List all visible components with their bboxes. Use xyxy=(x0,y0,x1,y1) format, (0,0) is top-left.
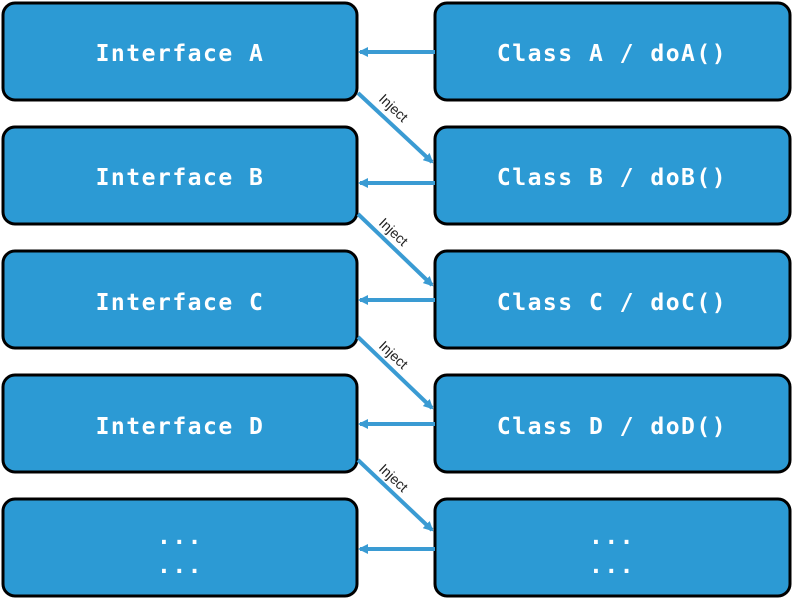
inject-label-1: Inject xyxy=(376,90,411,125)
inject-label-2: Inject xyxy=(376,214,411,249)
class-b-label: Class B / doB() xyxy=(497,165,727,191)
inject-label-3: Inject xyxy=(376,337,411,372)
class-box-c: Class C / doC() xyxy=(433,249,792,350)
interface-box-c: Interface C xyxy=(1,249,359,350)
class-more-line1: ... xyxy=(589,524,635,550)
interface-more-line1: ... xyxy=(157,524,203,550)
class-box-d: Class D / doD() xyxy=(433,373,792,474)
interface-box-more: ... ... xyxy=(1,497,359,598)
class-d-label: Class D / doD() xyxy=(497,414,727,440)
interface-box-b: Interface B xyxy=(1,125,359,226)
interface-a-label: Interface A xyxy=(96,41,265,67)
inject-arrow-c-to-d xyxy=(356,335,434,410)
inject-arrow-a-to-b xyxy=(356,91,434,164)
class-box-a: Class A / doA() xyxy=(433,1,792,102)
inject-arrow-d-to-more xyxy=(356,458,434,532)
interface-box-d: Interface D xyxy=(1,373,359,474)
interface-d-label: Interface D xyxy=(96,414,265,440)
inject-label-4: Inject xyxy=(376,460,411,495)
interface-c-label: Interface C xyxy=(96,290,265,316)
class-box-b: Class B / doB() xyxy=(433,125,792,226)
class-c-label: Class C / doC() xyxy=(497,290,727,316)
interface-b-label: Interface B xyxy=(96,165,265,191)
interface-more-line2: ... xyxy=(157,553,203,579)
inject-arrow-b-to-c xyxy=(356,212,434,287)
class-box-more: ... ... xyxy=(433,497,792,598)
class-a-label: Class A / doA() xyxy=(497,41,727,67)
class-more-line2: ... xyxy=(589,553,635,579)
interface-box-a: Interface A xyxy=(1,1,359,102)
